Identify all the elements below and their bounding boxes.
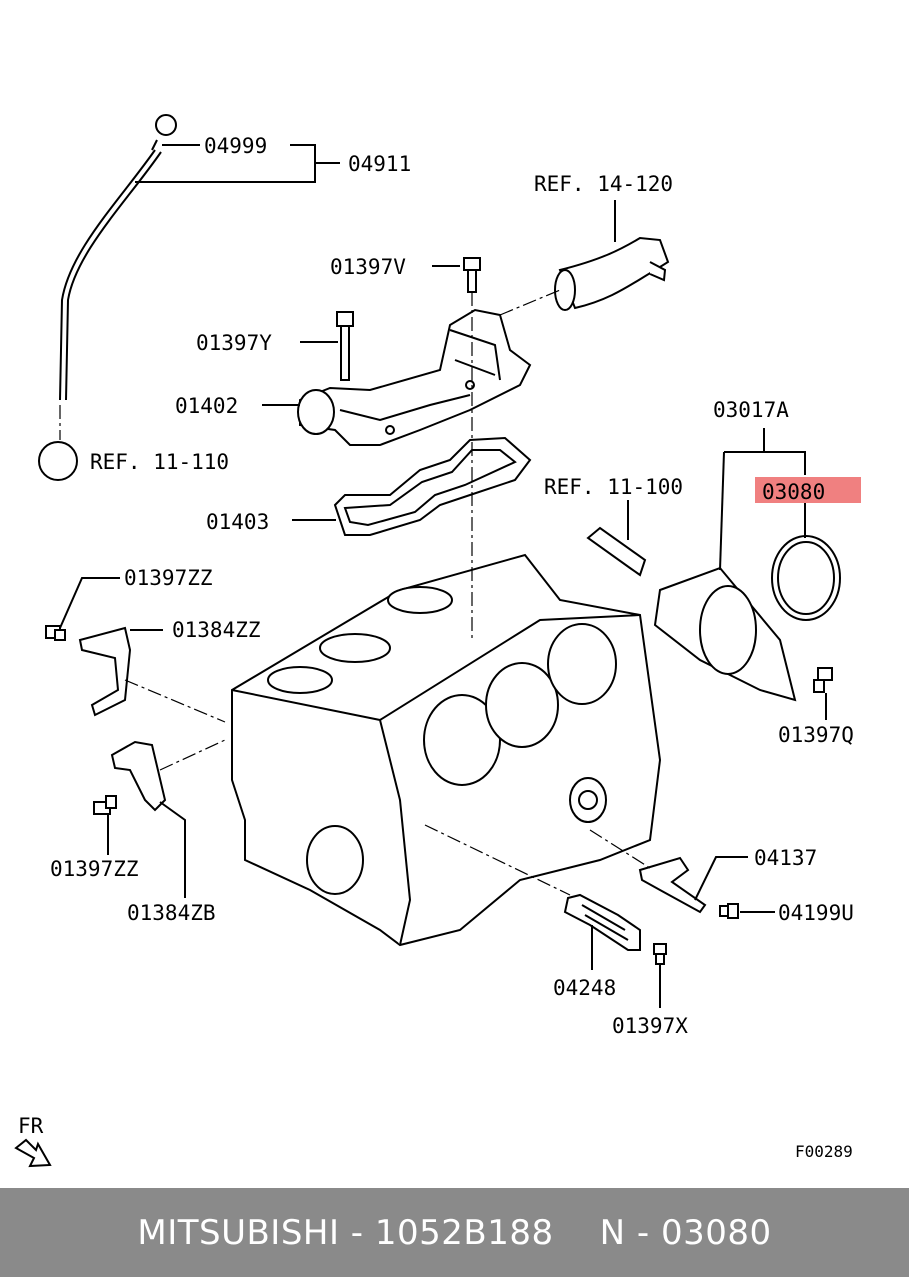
label-01397ZZ-bottom[interactable]: 01397ZZ: [50, 857, 139, 881]
sensor-04248-illustration: [563, 893, 641, 951]
label-03017A[interactable]: 03017A: [713, 398, 789, 422]
label-01397V[interactable]: 01397V: [330, 255, 406, 279]
label-04999[interactable]: 04999: [204, 134, 267, 158]
oil-seal-03080-illustration: [771, 535, 841, 621]
label-03080[interactable]: 03080: [762, 480, 825, 504]
label-01402[interactable]: 01402: [175, 394, 238, 418]
label-01397ZZ-top[interactable]: 01397ZZ: [124, 566, 213, 590]
filler-pipe-illustration: [554, 236, 670, 311]
leader-lines: [59, 144, 827, 1008]
figure-code: F00289: [795, 1142, 853, 1161]
bolt-01397Y: [336, 311, 354, 381]
bracket-01384ZB-illustration: [110, 740, 167, 812]
label-01384ZB[interactable]: 01384ZB: [127, 901, 216, 925]
oil-pump-cover-illustration: [297, 308, 532, 446]
label-ref-11-100[interactable]: REF. 11-100: [544, 475, 683, 499]
label-01384ZZ[interactable]: 01384ZZ: [172, 618, 261, 642]
bracket-01384ZZ-illustration: [78, 626, 132, 717]
parts-diagram: 04999 04911 REF. 14-120 01397V 01397Y 01…: [14, 114, 861, 1168]
label-04137[interactable]: 04137: [754, 846, 817, 870]
sealant-tube-illustration: [586, 526, 647, 577]
footer-part-info: MITSUBISHI - 1052B188: [137, 1212, 554, 1253]
bolt-01397X: [653, 943, 667, 965]
footer-part-ref: N - 03080: [599, 1212, 772, 1253]
label-01397Y[interactable]: 01397Y: [196, 331, 272, 355]
label-ref-14-120[interactable]: REF. 14-120: [534, 172, 673, 196]
bracket-04137-illustration: [638, 856, 707, 914]
front-direction-label: FR: [18, 1114, 44, 1138]
dipstick-illustration: [59, 114, 177, 401]
label-04199U[interactable]: 04199U: [778, 901, 854, 925]
ref-circle-c: [38, 441, 78, 481]
footer-bar: MITSUBISHI - 1052B188 N - 03080: [0, 1188, 909, 1277]
bolt-01397Q: [813, 667, 833, 693]
label-01397Q[interactable]: 01397Q: [778, 723, 854, 747]
bolt-01397V: [463, 257, 481, 293]
label-04911[interactable]: 04911: [348, 152, 411, 176]
center-lines: [59, 289, 651, 896]
bolt-01397ZZ-bottom: [93, 795, 117, 815]
label-01403[interactable]: 01403: [206, 510, 269, 534]
front-arrow-icon: [14, 1138, 52, 1168]
label-ref-11-110[interactable]: REF. 11-110: [90, 450, 229, 474]
bolt-04199U: [719, 903, 739, 919]
engine-block-illustration: [231, 553, 662, 947]
label-01397X[interactable]: 01397X: [612, 1014, 688, 1038]
bolt-01397ZZ-top: [45, 625, 66, 641]
gasket-01403-illustration: [333, 436, 532, 536]
seal-case-illustration: [653, 566, 797, 702]
highlight-03080: [755, 477, 861, 503]
label-04248[interactable]: 04248: [553, 976, 616, 1000]
